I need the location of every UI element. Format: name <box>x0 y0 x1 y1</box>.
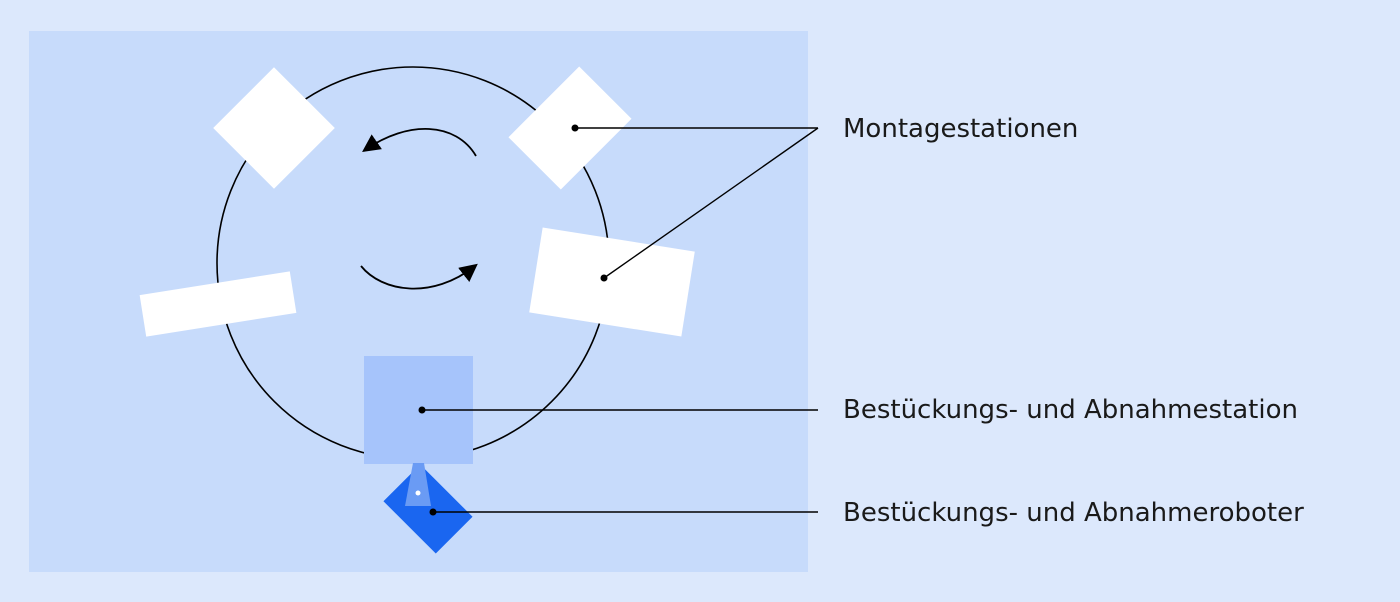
rotation-arrow-top <box>362 128 477 157</box>
leader-lines <box>422 127 819 513</box>
rotation-arrow-bottom <box>360 263 478 290</box>
assembly-station-top-right <box>508 66 632 190</box>
label-montagestationen: Montagestationen <box>843 114 1079 144</box>
assembly-station-right <box>529 227 695 337</box>
label-bestueckungs-roboter: Bestückungs- und Abnahmeroboter <box>843 498 1304 528</box>
label-bestueckungs-station: Bestückungs- und Abnahmestation <box>843 395 1298 425</box>
loading-robot <box>383 463 473 554</box>
leader-dots <box>418 124 608 516</box>
assembly-station-left <box>139 271 297 337</box>
